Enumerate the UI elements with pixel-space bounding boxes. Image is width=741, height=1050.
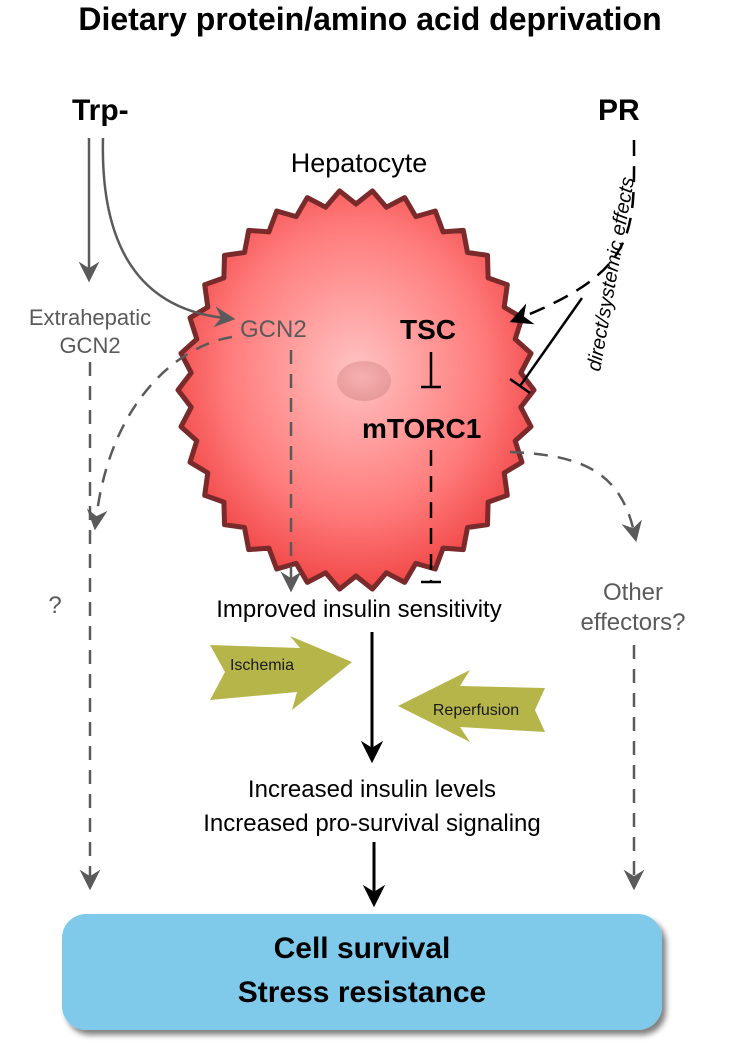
- pr-to-tsc-arrow: [509, 139, 636, 325]
- outcome-box: [62, 914, 662, 1030]
- extrahepatic-label: Extrahepatic: [29, 305, 151, 330]
- reperfusion-label: Reperfusion: [433, 702, 519, 719]
- other-label: Other: [603, 579, 663, 606]
- effectors-label: effectors?: [581, 609, 686, 636]
- pr-label: PR: [598, 94, 640, 127]
- ischemia-block-arrow: [210, 636, 352, 710]
- direct-systemic-effects-label: direct/systemic effects: [583, 175, 639, 373]
- tsc-label: TSC: [400, 314, 456, 345]
- stress-resistance-label: Stress resistance: [238, 976, 487, 1009]
- reperfusion-block-arrow: [398, 670, 545, 742]
- cell-survival-label: Cell survival: [274, 932, 451, 965]
- nucleus: [337, 361, 391, 401]
- gcn2-label: GCN2: [240, 316, 307, 343]
- increased-pro-survival-label: Increased pro-survival signaling: [203, 810, 541, 837]
- hepatocyte-label: Hepatocyte: [291, 148, 428, 178]
- mtorc1-label: mTORC1: [362, 413, 481, 444]
- trp-to-gcn2-arrow: [101, 137, 236, 328]
- improved-insulin-label: Improved insulin sensitivity: [216, 596, 501, 623]
- unknown-mechanism-label: ?: [48, 592, 61, 619]
- trp-label: Trp-: [72, 94, 129, 127]
- gcn2-to-extrahepatic-path-arrow: [86, 335, 233, 531]
- mtorc1-to-other-effectors-arrow: [509, 450, 642, 543]
- ischemia-label: Ischemia: [230, 657, 294, 674]
- increased-insulin-label: Increased insulin levels: [248, 776, 496, 803]
- extrahepatic-gcn2-label: GCN2: [59, 333, 120, 358]
- pr-inhibits-mtorc1-bar: [509, 377, 531, 395]
- pr-inhibits-mtorc1-line: [518, 297, 584, 387]
- diagram-title: Dietary protein/amino acid deprivation: [78, 1, 661, 37]
